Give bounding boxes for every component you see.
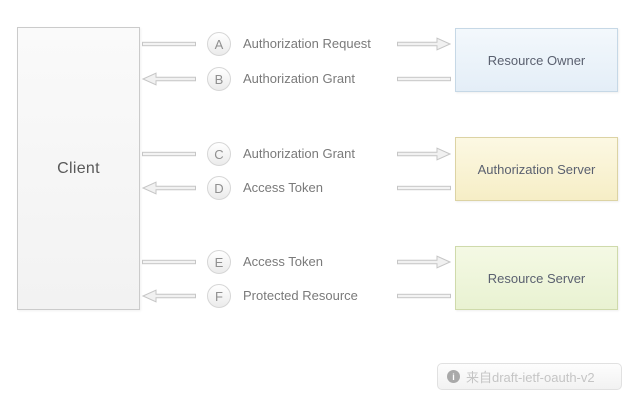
step-letter: D xyxy=(214,180,224,196)
flow-line xyxy=(142,37,196,51)
info-icon: i xyxy=(447,370,460,383)
flow-row-a: A Authorization Request xyxy=(0,31,635,57)
source-badge-text: 来自draft-ietf-oauth-v2 xyxy=(466,370,595,385)
entity-label: Resource Owner xyxy=(487,52,586,68)
step-letter: C xyxy=(214,146,224,162)
step-letter: A xyxy=(214,36,224,52)
arrow-right-icon xyxy=(397,147,451,161)
arrow-left-icon xyxy=(142,289,196,303)
entity-resource-server: Resource Server xyxy=(455,246,618,310)
step-badge-e: E xyxy=(207,250,231,274)
flow-row-b: B Authorization Grant xyxy=(0,66,635,92)
flow-line xyxy=(397,181,451,195)
flow-row-e: E Access Token xyxy=(0,249,635,275)
step-badge-c: C xyxy=(207,142,231,166)
flow-label: Protected Resource xyxy=(243,288,358,303)
flow-label: Authorization Request xyxy=(243,36,371,51)
flow-label: Access Token xyxy=(243,180,323,195)
arrow-right-icon xyxy=(397,255,451,269)
flow-line xyxy=(397,72,451,86)
step-badge-f: F xyxy=(207,284,231,308)
flow-label: Authorization Grant xyxy=(243,71,356,86)
step-badge-d: D xyxy=(207,176,231,200)
flow-line xyxy=(142,147,196,161)
flow-row-d: D Access Token xyxy=(0,175,635,201)
entity-label: Authorization Server xyxy=(477,161,596,177)
flow-label: Authorization Grant xyxy=(243,146,356,161)
arrow-left-icon xyxy=(142,181,196,195)
step-letter: F xyxy=(215,288,223,304)
flow-line xyxy=(397,289,451,303)
arrow-right-icon xyxy=(397,37,451,51)
client-label: Client xyxy=(57,159,100,177)
step-badge-b: B xyxy=(207,67,231,91)
entity-authorization-server: Authorization Server xyxy=(455,137,618,201)
step-letter: B xyxy=(214,71,224,87)
entity-label: Resource Server xyxy=(487,270,586,286)
entity-resource-owner: Resource Owner xyxy=(455,28,618,92)
source-badge[interactable]: i 来自draft-ietf-oauth-v2 xyxy=(437,363,622,390)
flow-line xyxy=(142,255,196,269)
client-box: Client xyxy=(17,27,140,310)
flow-label: Access Token xyxy=(243,254,323,269)
flow-row-f: F Protected Resource xyxy=(0,283,635,309)
flow-row-c: C Authorization Grant xyxy=(0,141,635,167)
step-letter: E xyxy=(214,254,224,270)
step-badge-a: A xyxy=(207,32,231,56)
arrow-left-icon xyxy=(142,72,196,86)
